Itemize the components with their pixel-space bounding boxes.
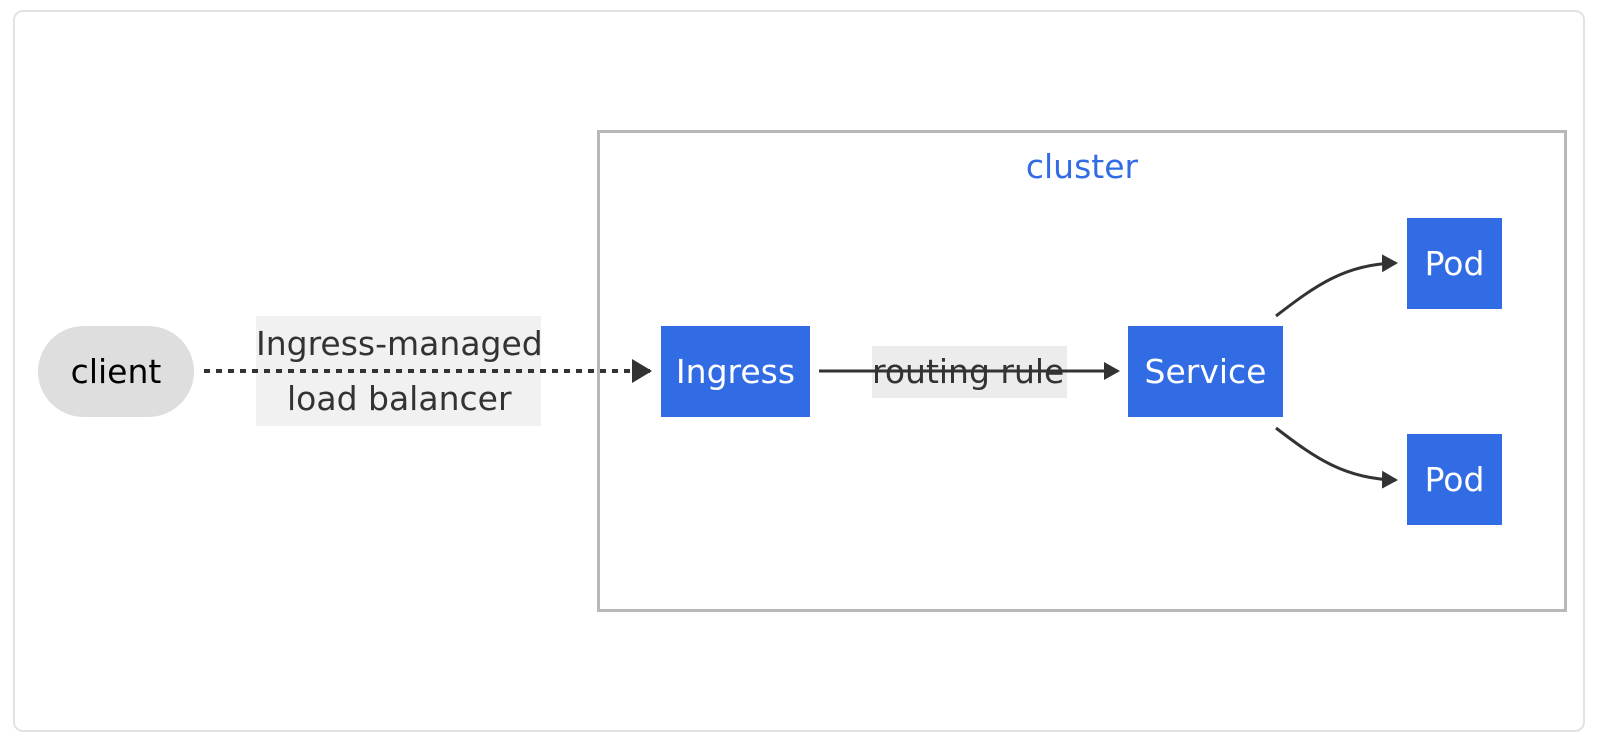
client-node[interactable]: client <box>38 326 194 417</box>
pod-node-top[interactable]: Pod <box>1407 218 1502 309</box>
cluster-title: cluster <box>1025 147 1139 186</box>
edge-service-pod-bottom <box>1275 426 1398 489</box>
pod-node-top-label: Pod <box>1424 244 1485 283</box>
lb-edge-label-line2: load balancer <box>287 379 512 418</box>
ingress-node-label: Ingress <box>675 352 796 391</box>
service-node-label: Service <box>1144 352 1267 391</box>
cluster-group: cluster <box>597 130 1567 612</box>
routing-edge-label: routing rule <box>872 352 1065 391</box>
lb-edge-label-line1: Ingress-managed <box>256 324 543 363</box>
pod-node-bottom-label: Pod <box>1424 460 1485 499</box>
client-node-label: client <box>70 352 162 391</box>
pod-node-bottom[interactable]: Pod <box>1407 434 1502 525</box>
ingress-node[interactable]: Ingress <box>661 326 810 417</box>
edge-service-pod-top <box>1275 254 1398 318</box>
service-node[interactable]: Service <box>1128 326 1283 417</box>
